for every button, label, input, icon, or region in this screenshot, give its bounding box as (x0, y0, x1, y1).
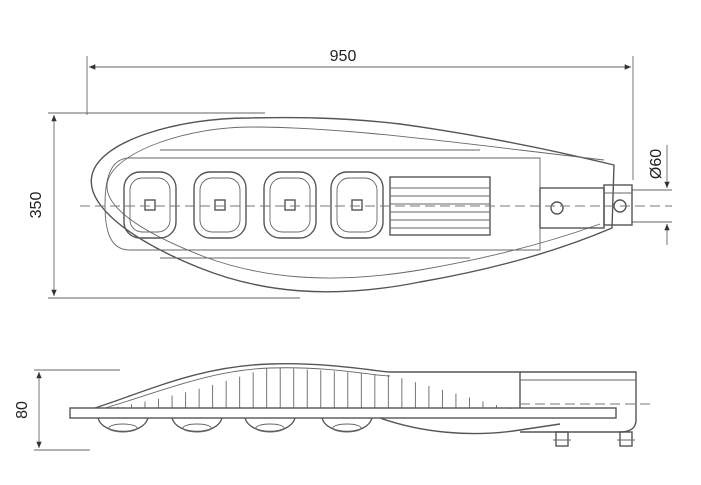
lens-dome-4 (321, 417, 373, 433)
pole-clamp (520, 371, 637, 447)
led-module-4 (330, 171, 384, 239)
led-module-3 (263, 171, 317, 239)
dimension-width: 350 (28, 112, 300, 299)
housing-outline (90, 116, 615, 293)
dimension-pole-diameter-label: Ø60 (648, 149, 665, 179)
base-plate (69, 407, 617, 419)
bottom-profile (379, 417, 561, 435)
housing-profile (94, 363, 521, 409)
led-module-2 (193, 171, 247, 239)
lens-dome-2 (171, 417, 223, 433)
top-view: 950 350 Ø60 (28, 48, 672, 299)
led-module-1 (123, 171, 177, 239)
dimension-length-label: 950 (330, 48, 357, 65)
heat-sink-fins (117, 367, 511, 409)
side-view: 80 (14, 363, 650, 451)
dimension-height: 80 (14, 369, 120, 451)
dimension-pole-diameter: Ø60 (632, 145, 672, 245)
dimension-width-label: 350 (28, 192, 45, 219)
lens-dome-1 (97, 417, 149, 433)
dimension-length: 950 (86, 48, 634, 180)
lens-dome-3 (244, 417, 296, 433)
pole-mount (539, 184, 633, 229)
lamp-panel (104, 157, 541, 251)
dimension-height-label: 80 (14, 401, 31, 419)
